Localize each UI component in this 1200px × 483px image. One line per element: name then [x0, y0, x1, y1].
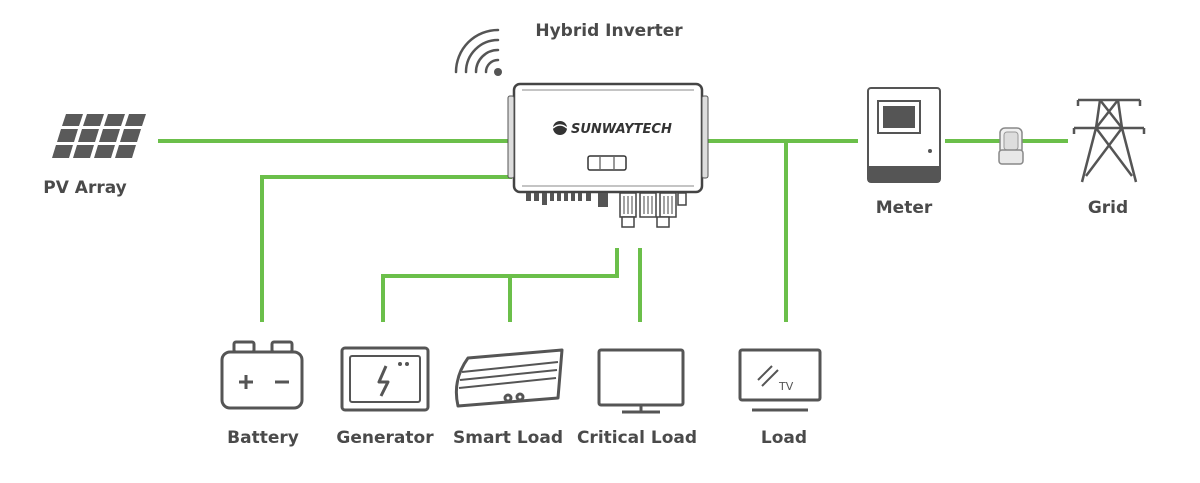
ct-clamp-icon: [998, 127, 1024, 165]
brand-logo-text: SUNWAYTECH: [571, 122, 672, 137]
diagram-title: Hybrid Inverter: [535, 21, 683, 41]
tv-screen-text: TV: [778, 380, 794, 393]
generator-icon: [340, 346, 430, 412]
solar-panel-icon: [52, 114, 146, 158]
label-grid: Grid: [1087, 198, 1129, 218]
label-smart-load: Smart Load: [452, 428, 564, 448]
inverter-icon: SUNWAYTECH: [507, 82, 709, 228]
label-pv-array: PV Array: [43, 178, 127, 198]
label-generator: Generator: [336, 428, 434, 448]
label-meter: Meter: [875, 198, 933, 218]
monitor-icon: [597, 348, 685, 414]
battery-icon: [220, 340, 304, 410]
tv-icon: TV: [738, 348, 822, 412]
wifi-signal-icon: [454, 28, 502, 76]
line-battery-to-inverter: [260, 175, 512, 322]
label-critical-load: Critical Load: [576, 428, 698, 448]
label-load: Load: [760, 428, 808, 448]
connection-lines: [158, 139, 1068, 322]
meter-icon: [867, 87, 941, 183]
power-tower-icon: [1072, 98, 1146, 183]
air-conditioner-icon: [454, 348, 564, 408]
label-battery: Battery: [227, 428, 299, 448]
line-generator-smartload: [381, 248, 619, 322]
